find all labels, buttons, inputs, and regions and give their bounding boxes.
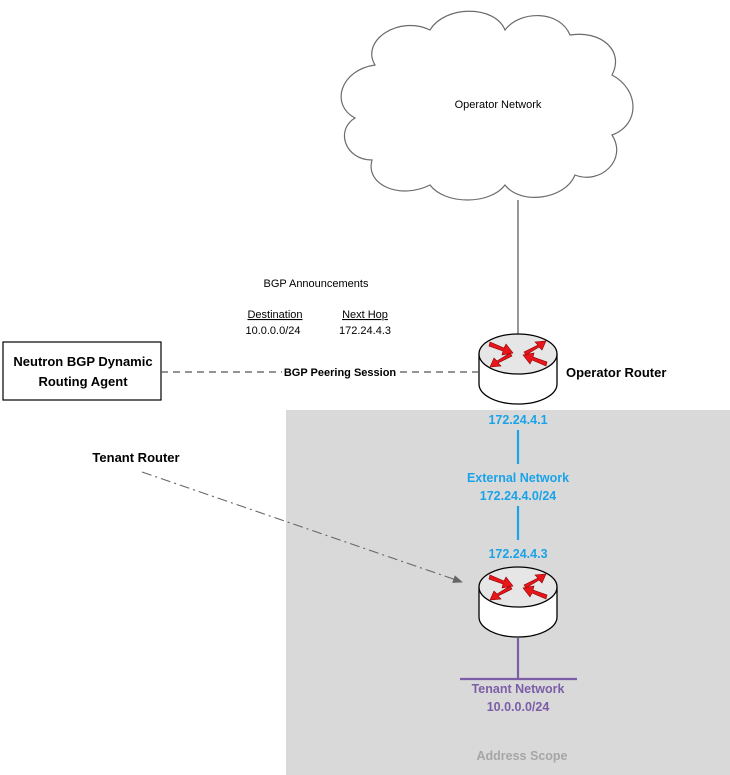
next-hop-value: 172.24.4.3 xyxy=(339,325,391,337)
destination-header: Destination xyxy=(247,309,302,321)
tenant-router-icon xyxy=(478,566,558,638)
tenant-router-ip: 172.24.4.3 xyxy=(488,547,547,561)
bgp-announcements-title: BGP Announcements xyxy=(264,278,369,290)
external-network-name: External Network xyxy=(467,471,569,485)
external-network-cidr: 172.24.4.0/24 xyxy=(480,489,557,503)
bgp-agent-label-line2: Routing Agent xyxy=(38,374,128,389)
tenant-network-cidr: 10.0.0.0/24 xyxy=(487,700,550,714)
operator-network-cloud xyxy=(340,10,634,201)
operator-router-icon xyxy=(478,333,558,405)
destination-value: 10.0.0.0/24 xyxy=(245,325,300,337)
bgp-agent-box xyxy=(2,341,162,401)
next-hop-header: Next Hop xyxy=(342,309,388,321)
bgp-peering-label: BGP Peering Session xyxy=(284,367,397,379)
operator-router-label: Operator Router xyxy=(566,365,666,380)
tenant-network-name: Tenant Network xyxy=(472,682,565,696)
tenant-router-pointer xyxy=(141,471,463,583)
tenant-router-label: Tenant Router xyxy=(92,450,179,465)
bgp-agent-label-line1: Neutron BGP Dynamic xyxy=(13,354,152,369)
operator-router-ip: 172.24.4.1 xyxy=(488,413,547,427)
address-scope-label: Address Scope xyxy=(476,749,567,763)
cloud-label: Operator Network xyxy=(455,99,542,111)
